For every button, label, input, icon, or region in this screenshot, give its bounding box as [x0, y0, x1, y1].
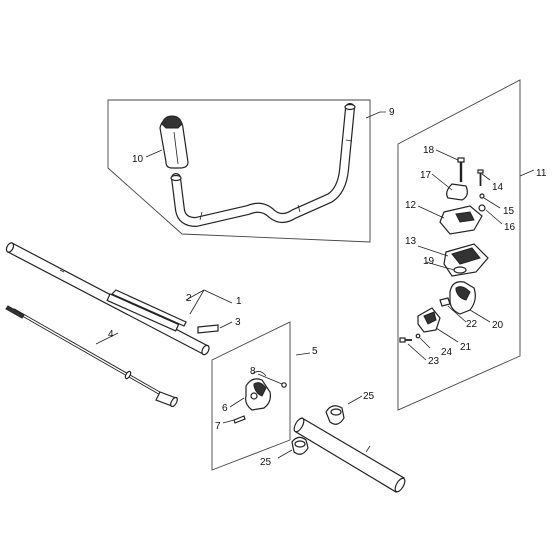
clamp-screw[interactable]: [233, 415, 246, 424]
callout-23: 23: [428, 356, 440, 367]
callout-2: 2: [186, 293, 192, 304]
shaft-decal: [110, 289, 187, 327]
callout-7: 7: [215, 421, 221, 432]
callout-13: 13: [405, 236, 417, 247]
throttle-cover[interactable]: [439, 205, 483, 235]
washer[interactable]: [479, 193, 485, 199]
callout-21: 21: [460, 342, 472, 353]
handle-grip[interactable]: [159, 115, 189, 169]
front-tube[interactable]: [292, 417, 407, 493]
callout-20: 20: [492, 320, 504, 331]
callout-16: 16: [504, 222, 516, 233]
handle-assembly-group: [107, 99, 386, 243]
callout-19: 19: [423, 256, 435, 267]
drive-shaft[interactable]: [5, 305, 179, 408]
throttle-spring[interactable]: [439, 297, 451, 307]
handle-assembly-panel: [107, 99, 371, 243]
throttle-assembly-group: [397, 79, 535, 411]
main-shaft-group: [5, 242, 233, 356]
trigger-washer[interactable]: [415, 333, 421, 339]
front-tube-group: [277, 395, 407, 493]
clamp-nut[interactable]: [281, 382, 287, 388]
small-label: [197, 324, 219, 334]
callout-25-upper: 25: [363, 391, 375, 402]
throttle-spacer[interactable]: [453, 266, 467, 274]
callout-15: 15: [503, 206, 515, 217]
callout-14: 14: [492, 182, 504, 193]
tube-clamp-upper[interactable]: [325, 405, 345, 425]
throttle-plate[interactable]: [446, 183, 468, 201]
callout-5: 5: [312, 346, 318, 357]
callout-18: 18: [423, 145, 435, 156]
callout-12: 12: [405, 200, 417, 211]
callout-10: 10: [132, 154, 144, 165]
callout-22: 22: [466, 319, 478, 330]
tube-clamp-lower[interactable]: [291, 436, 309, 455]
throttle-trigger[interactable]: [417, 307, 441, 333]
callout-8: 8: [250, 366, 256, 377]
clamp-assembly-group: [211, 321, 311, 471]
callout-9: 9: [389, 107, 395, 118]
callout-17: 17: [420, 170, 432, 181]
callout-6: 6: [222, 403, 228, 414]
callout-1: 1: [236, 296, 242, 307]
callout-24: 24: [441, 347, 453, 358]
callout-4: 4: [108, 329, 114, 340]
throttle-housing[interactable]: [449, 281, 476, 315]
nut[interactable]: [478, 204, 486, 212]
callout-11: 11: [536, 168, 547, 179]
callout-3: 3: [235, 317, 241, 328]
callout-25-lower: 25: [260, 457, 272, 468]
screw-small-upper[interactable]: [477, 169, 484, 186]
callout-labels: 1 2 3 4 5 6 7 8 9 10 11 12 13 14 15 16 1…: [108, 107, 547, 468]
throttle-assembly-panel: [397, 79, 521, 411]
handle-clamp[interactable]: [245, 371, 271, 411]
trigger-screw[interactable]: [399, 337, 412, 343]
shaft-label: [106, 293, 180, 332]
